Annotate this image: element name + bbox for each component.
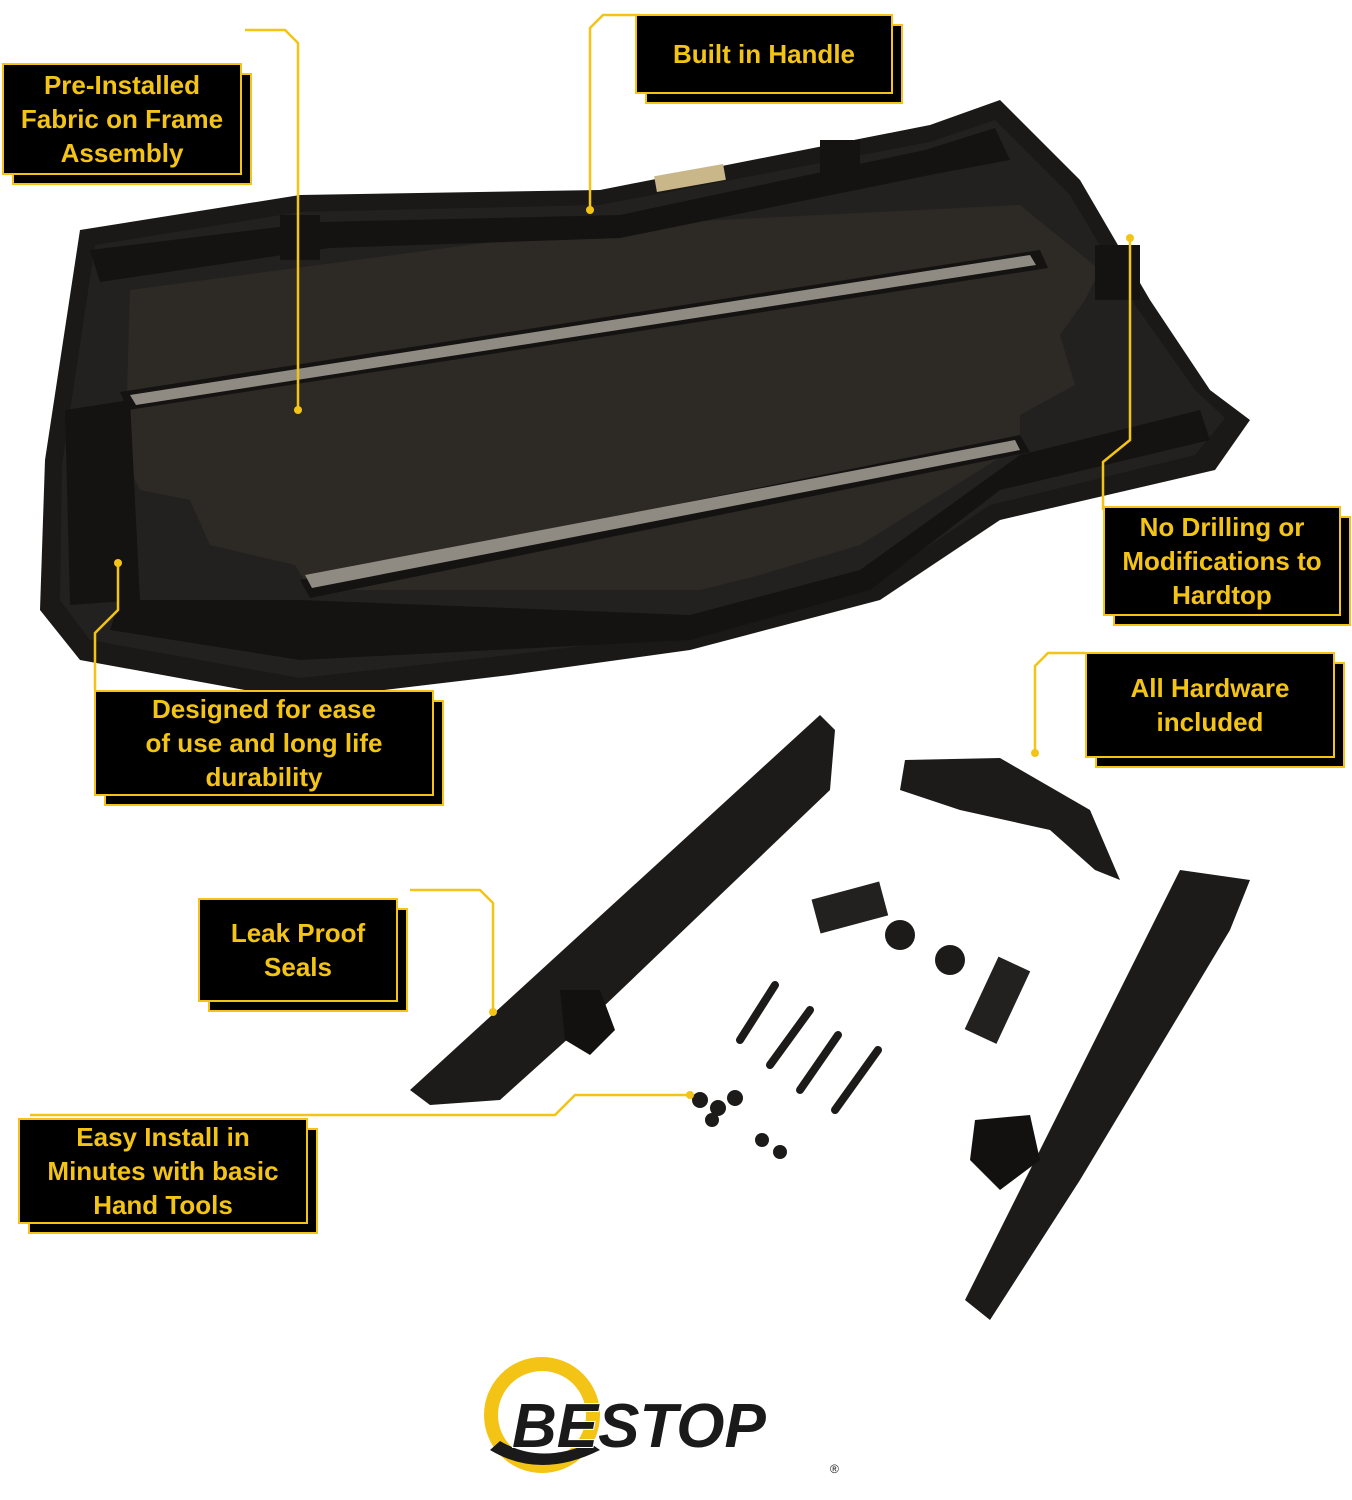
logo-registered-mark: ® — [830, 1462, 839, 1476]
callout-install-text: Easy Install in Minutes with basic Hand … — [47, 1122, 279, 1220]
left-side-rail — [410, 715, 835, 1105]
callout-seals-text: Leak Proof Seals — [230, 918, 366, 982]
bestop-logo: BESTOP ® — [484, 1357, 839, 1476]
right-side-rail — [965, 870, 1250, 1320]
callout-fabric-text: Pre-Installed Fabric on Frame Assembly — [20, 70, 224, 168]
logo-wordmark: BESTOP — [512, 1392, 766, 1461]
callout-durability: Designed for ease of use and long life d… — [94, 690, 444, 806]
seal-pad — [811, 881, 889, 934]
bracket-part — [900, 758, 1120, 880]
leader-lines — [30, 13, 1132, 1117]
callout-handle: Built in Handle — [635, 14, 903, 104]
fabric-top-panel — [40, 100, 1250, 700]
bestop-swoosh-logo — [484, 1357, 600, 1473]
callout-hardware-text: All Hardware included — [1130, 673, 1290, 737]
leader-dots — [114, 206, 1134, 1099]
callout-seals: Leak Proof Seals — [198, 898, 408, 1012]
callout-hardware: All Hardware included — [1085, 652, 1345, 768]
bolts — [736, 981, 882, 1114]
callout-no-drilling: No Drilling or Modifications to Hardtop — [1103, 506, 1351, 626]
callout-install: Easy Install in Minutes with basic Hand … — [18, 1118, 318, 1234]
grommet — [935, 945, 965, 975]
seal-pad — [964, 956, 1031, 1044]
callout-handle-text: Built in Handle — [673, 39, 855, 69]
callout-fabric: Pre-Installed Fabric on Frame Assembly — [2, 63, 252, 185]
callout-durability-text: Designed for ease of use and long life d… — [145, 694, 383, 792]
nuts — [692, 1090, 787, 1159]
callout-no-drilling-text: No Drilling or Modifications to Hardtop — [1122, 512, 1322, 610]
grommet — [885, 920, 915, 950]
